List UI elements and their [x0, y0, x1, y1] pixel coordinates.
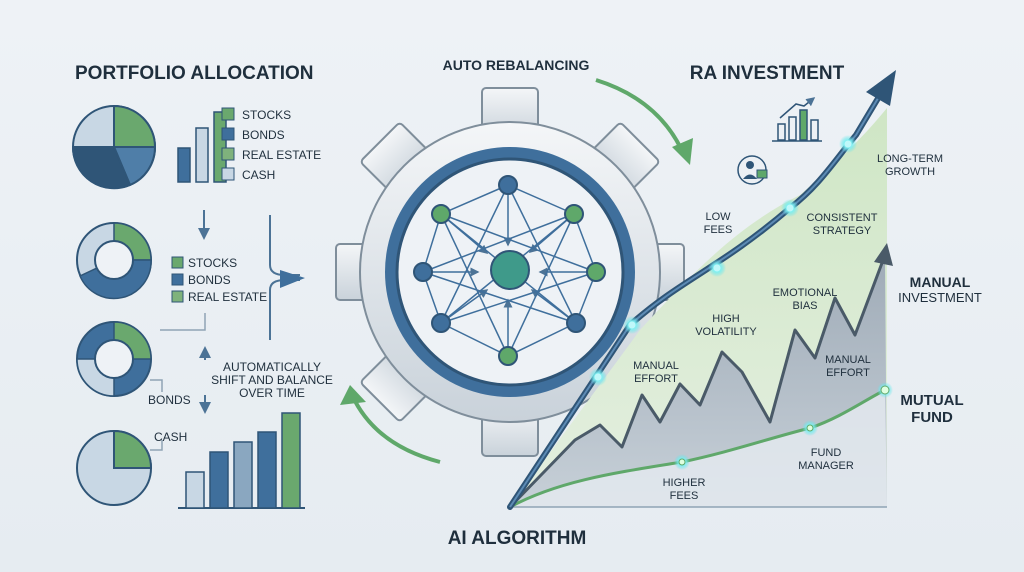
- manual-labels: MANUAL INVESTMENT EMOTIONAL BIAS HIGH VO…: [633, 274, 982, 385]
- manual-effort-right-1: MANUAL: [825, 354, 871, 366]
- ra-labels: LOW FEES CONSISTENT STRATEGY LONG-TERM G…: [704, 153, 943, 237]
- donut-chart-1: [76, 222, 152, 300]
- higher-fees-line-1: HIGHER: [663, 477, 706, 489]
- ra-milestones: [589, 135, 857, 386]
- legend2-label-real-estate: REAL ESTATE: [188, 290, 267, 304]
- legend-label-bonds: BONDS: [242, 128, 285, 142]
- fund-manager-line-2: MANAGER: [798, 460, 854, 472]
- low-fees-line-2: FEES: [704, 224, 733, 236]
- manual-effort-left-1: MANUAL: [633, 360, 679, 372]
- pie-chart-cash: [76, 429, 153, 506]
- mutual-fund-title-2: FUND: [911, 409, 953, 426]
- manual-investment-line: [508, 254, 887, 509]
- ra-investment-title: RA INVESTMENT: [690, 63, 845, 84]
- high-vol-line-1: HIGH: [712, 313, 740, 325]
- rebalance-arrow-icon: [672, 138, 693, 165]
- mutual-fund-title-1: MUTUAL: [900, 392, 963, 409]
- emotional-line-2: BIAS: [792, 300, 817, 312]
- legend-swatch-bonds: [221, 127, 235, 141]
- legend2-label-stocks: STOCKS: [188, 256, 237, 270]
- legend-label-stocks: STOCKS: [242, 108, 291, 122]
- arrow-to-gear-icon: [280, 270, 305, 288]
- growth-chart-icon: [772, 97, 822, 142]
- shift-note-line-2: SHIFT AND BALANCE: [211, 373, 333, 387]
- legend-swatch-stocks: [221, 107, 235, 121]
- fund-labels: MUTUAL FUND HIGHER FEES FUND MANAGER: [663, 392, 964, 502]
- legend-partial: STOCKS BONDS REAL ESTATE: [171, 256, 267, 304]
- legend2-label-bonds: BONDS: [188, 273, 231, 287]
- portfolio-title: PORTFOLIO ALLOCATION: [75, 63, 314, 84]
- manual-investment-title-2: INVESTMENT: [898, 290, 982, 305]
- ai-algorithm-label: AI ALGORITHM: [448, 528, 587, 549]
- long-term-line-2: GROWTH: [885, 166, 935, 178]
- mutual-fund-line: [509, 388, 886, 509]
- fund-manager-line-1: FUND: [811, 447, 842, 459]
- donut-chart-2: [76, 321, 152, 397]
- high-vol-line-2: VOLATILITY: [695, 326, 757, 338]
- rebalance-return-arrow-icon: [340, 385, 366, 405]
- growth-bar-chart: [178, 412, 305, 509]
- manual-effort-right-2: EFFORT: [826, 367, 870, 379]
- consistent-line-2: STRATEGY: [813, 225, 872, 237]
- small-bar-chart: [177, 111, 227, 183]
- fund-milestones: [674, 382, 893, 470]
- network-nodes: [413, 175, 606, 366]
- ra-arrowhead-icon: [866, 70, 896, 106]
- consistent-line-1: CONSISTENT: [807, 212, 878, 224]
- legend-swatch-real-estate: [221, 147, 235, 161]
- legend-label-real-estate: REAL ESTATE: [242, 148, 321, 162]
- higher-fees-line-2: FEES: [670, 490, 699, 502]
- legend-label-cash: CASH: [242, 168, 275, 182]
- advisor-icon: [737, 155, 768, 185]
- emotional-line-1: EMOTIONAL: [773, 287, 838, 299]
- manual-investment-title-1: MANUAL: [910, 274, 971, 290]
- long-term-line-1: LONG-TERM: [877, 153, 943, 165]
- legend-full: STOCKS BONDS REAL ESTATE CASH: [221, 107, 321, 182]
- auto-rebalancing-label: AUTO REBALANCING: [443, 57, 590, 73]
- shift-note-line-3: OVER TIME: [239, 386, 305, 400]
- legend-swatch-cash: [221, 167, 235, 181]
- shift-note-line-1: AUTOMATICALLY: [223, 360, 321, 374]
- bonds-label: BONDS: [148, 393, 191, 407]
- pie-chart-full: [71, 104, 157, 190]
- shift-note: AUTOMATICALLY SHIFT AND BALANCE OVER TIM…: [211, 360, 333, 400]
- manual-effort-left-2: EFFORT: [634, 373, 678, 385]
- manual-arrowhead-icon: [874, 243, 893, 266]
- low-fees-line-1: LOW: [705, 211, 731, 223]
- cash-label: CASH: [154, 430, 187, 444]
- fund-area: [510, 390, 887, 507]
